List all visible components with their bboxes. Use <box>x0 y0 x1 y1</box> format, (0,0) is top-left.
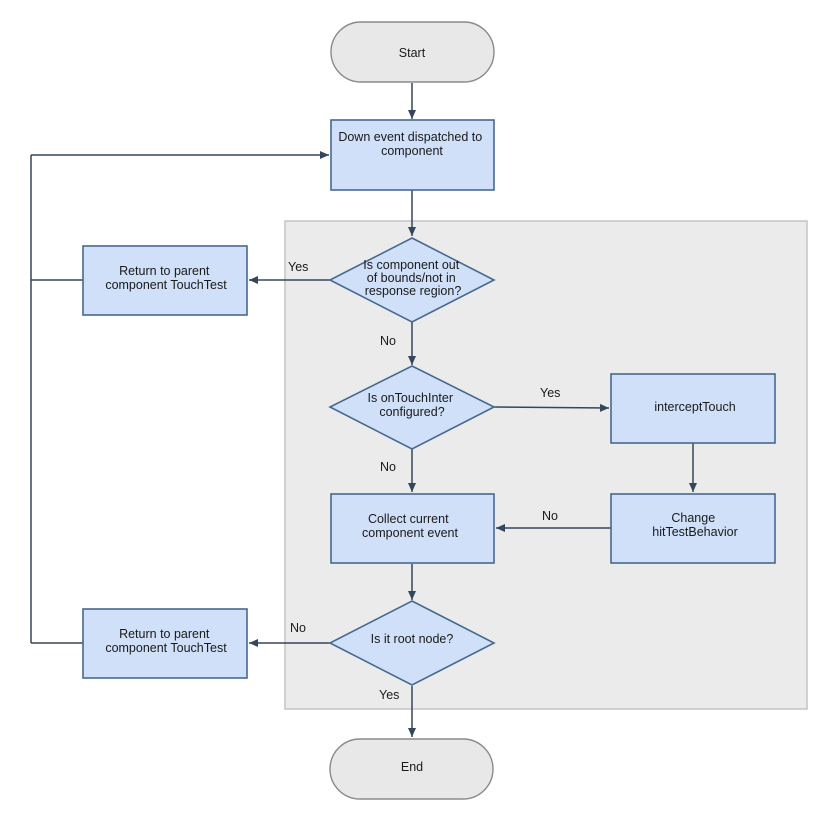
return-parent-2-label: Return to parent component TouchTest <box>105 627 227 655</box>
edge-labels: Yes No Yes No No No Yes <box>288 260 560 702</box>
collect-event-box <box>330 493 495 564</box>
collect-event-label: Collect current component event <box>362 512 458 540</box>
intercept-touch-label: interceptTouch <box>654 400 735 414</box>
node-end: End <box>329 738 494 800</box>
label-no-change-behavior: No <box>542 509 558 523</box>
label-yes-out-of-bounds: Yes <box>288 260 308 274</box>
root-diamond <box>328 600 496 686</box>
change-behavior-box <box>610 493 776 564</box>
intercept-touch-box <box>610 373 776 444</box>
label-yes-touch-inter: Yes <box>540 386 560 400</box>
return-parent-1-box <box>82 245 248 316</box>
connectors <box>30 83 697 737</box>
root-label: Is it root node? <box>371 632 454 646</box>
out-of-bounds-label: Is component out of bounds/not in respon… <box>363 258 462 298</box>
down-event-box <box>330 119 495 191</box>
end-terminal <box>329 738 494 800</box>
node-start: Start <box>330 21 495 83</box>
node-change-behavior: Change hitTestBehavior <box>610 493 776 564</box>
start-terminal <box>330 21 495 83</box>
node-return-parent-2: Return to parent component TouchTest <box>82 608 248 679</box>
change-behavior-label: Change hitTestBehavior <box>652 511 737 539</box>
node-down-event: Down event dispatched to component <box>330 119 495 191</box>
node-return-parent-1: Return to parent component TouchTest <box>82 245 248 316</box>
node-touch-inter-decision: Is onTouchInter configured? <box>328 365 496 450</box>
label-yes-root: Yes <box>379 688 399 702</box>
return-parent-2-box <box>82 608 248 679</box>
touch-inter-label: Is onTouchInter configured? <box>368 391 457 419</box>
label-no-out-of-bounds: No <box>380 334 396 348</box>
down-event-label: Down event dispatched to component <box>338 130 485 158</box>
node-root-decision: Is it root node? <box>328 600 496 686</box>
start-label: Start <box>399 46 426 60</box>
return-parent-1-label: Return to parent component TouchTest <box>105 264 227 292</box>
label-no-touch-inter: No <box>380 460 396 474</box>
edge-touchinter-to-intercept <box>493 403 610 412</box>
end-label: End <box>401 760 423 774</box>
node-intercept-touch: interceptTouch <box>610 373 776 444</box>
label-no-root: No <box>290 621 306 635</box>
node-collect-event: Collect current component event <box>330 493 495 564</box>
touch-inter-diamond <box>328 365 496 450</box>
out-of-bounds-diamond <box>328 237 496 323</box>
node-out-of-bounds-decision: Is component out of bounds/not in respon… <box>328 237 496 323</box>
